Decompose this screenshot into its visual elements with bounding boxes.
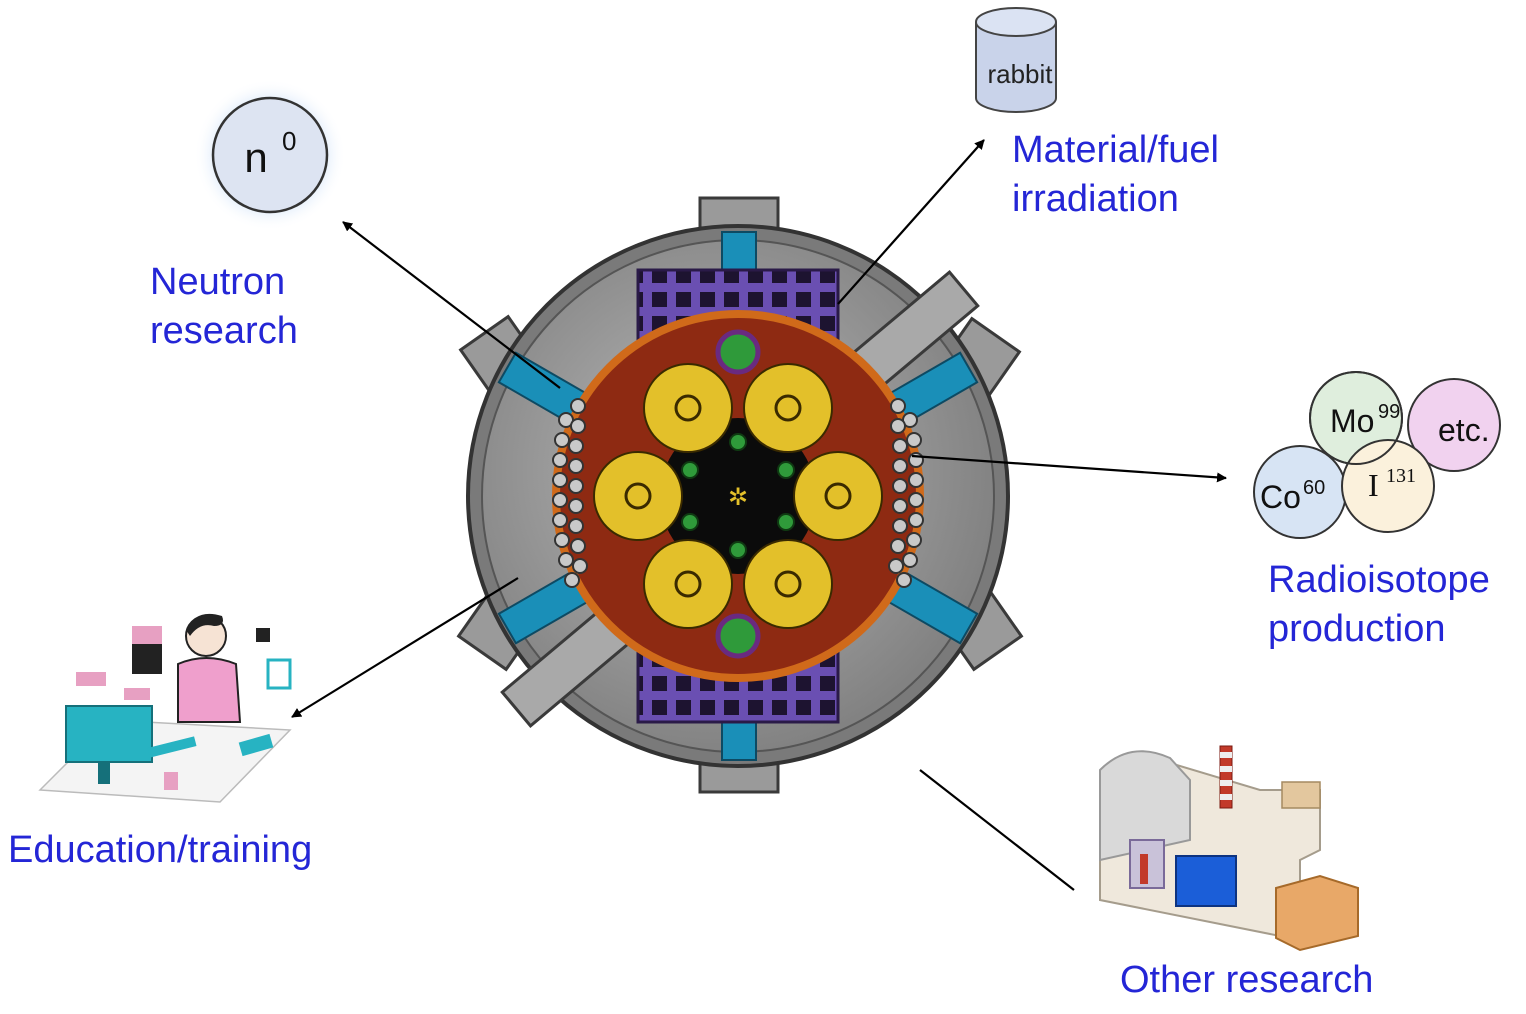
- student-at-computer-icon: [38, 613, 292, 803]
- neutron-superscript: 0: [282, 126, 296, 156]
- line-other: [919, 769, 1075, 891]
- reflector-holes: [552, 398, 924, 588]
- isotope-bubbles: Mo 99 etc. Co 60 I 131: [1253, 371, 1501, 539]
- co-mass: 60: [1303, 477, 1325, 499]
- other-label-text: Other research: [1120, 959, 1374, 1001]
- svg-text:Mo: Mo: [1330, 403, 1374, 439]
- arrow-material: [837, 139, 985, 305]
- material-label-line2: irradiation: [1012, 178, 1179, 220]
- fuel-assemblies: [593, 363, 883, 629]
- neutron-label-line1: Neutron: [150, 261, 286, 303]
- i-element: I: [1368, 467, 1379, 503]
- co-element: Co: [1260, 479, 1301, 515]
- radioisotope-label-line2: production: [1268, 608, 1446, 650]
- control-rods: [681, 329, 795, 659]
- education-label-text: Education/training: [8, 829, 313, 871]
- neutron-label-line2: research: [150, 310, 298, 352]
- arrow-radioisotope: [911, 454, 1227, 483]
- rabbit-container-icon: rabbit: [975, 7, 1057, 113]
- neutron-symbol: n: [244, 134, 267, 181]
- mo-mass: 99: [1378, 401, 1400, 423]
- research-reactor-building-icon: [1099, 745, 1359, 952]
- material-label-line1: Material/fuel: [1012, 129, 1219, 171]
- neutron-source-icon: ✲: [728, 483, 748, 511]
- mo-element: Mo: [1330, 403, 1374, 439]
- other-research-label: Other research: [1120, 956, 1420, 1005]
- etc-text: etc.: [1438, 412, 1490, 448]
- arrow-neutron: [342, 221, 561, 389]
- neutron-group: n 0: [194, 79, 346, 231]
- svg-text:n: n: [244, 134, 267, 181]
- education-training-label: Education/training: [8, 826, 368, 875]
- svg-text:I: I: [1368, 467, 1379, 503]
- rabbit-label: rabbit: [987, 59, 1053, 89]
- neutron-research-label: Neutron research: [150, 258, 350, 356]
- arrows: [291, 139, 1227, 891]
- radioisotope-production-label: Radioisotope production: [1268, 556, 1526, 654]
- neutron-circle-icon: [211, 96, 329, 214]
- material-irradiation-label: Material/fuel irradiation: [1012, 126, 1272, 224]
- i-mass: 131: [1386, 465, 1416, 487]
- arrow-education: [291, 577, 519, 718]
- bubble-etc: [1407, 378, 1501, 472]
- svg-text:Co: Co: [1260, 479, 1301, 515]
- core-center: [660, 418, 816, 574]
- radioisotope-label-line1: Radioisotope: [1268, 559, 1490, 601]
- reactor-core-cross-section: ✲: [456, 196, 1024, 794]
